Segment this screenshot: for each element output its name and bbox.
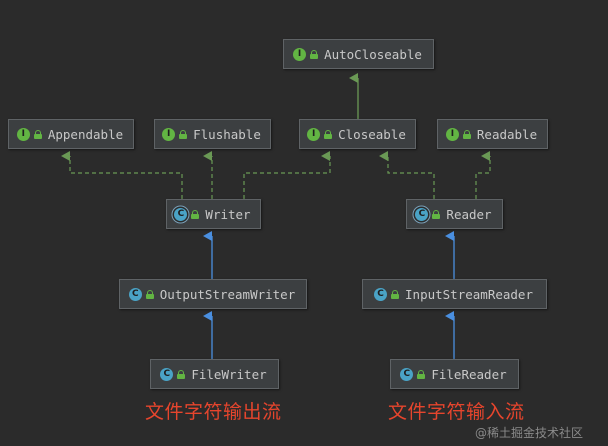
class-icon: C [160,367,174,381]
node-outputstreamwriter[interactable]: C OutputStreamWriter [119,279,307,309]
node-label: FileReader [431,366,507,382]
lock-icon [191,209,200,219]
abstract-class-icon: C [174,207,188,221]
node-filereader[interactable]: C FileReader [390,359,519,389]
interface-icon: I [293,47,307,61]
edge-reader-closeable [379,151,435,199]
node-closeable[interactable]: I Closeable [299,119,416,149]
node-inputstreamreader[interactable]: C InputStreamReader [362,279,547,309]
lock-icon [432,209,441,219]
node-label: InputStreamReader [405,286,533,302]
node-readable[interactable]: I Readable [437,119,548,149]
edge-writer-appendable [61,151,183,199]
caption-writer-stream: 文件字符输出流 [145,401,282,423]
abstract-class-icon: C [415,207,429,221]
watermark: @稀土掘金技术社区 [475,426,584,440]
node-label: Closeable [338,126,406,142]
class-icon: C [400,367,414,381]
node-label: Reader [446,206,492,222]
node-label: AutoCloseable [324,46,422,62]
node-flushable[interactable]: I Flushable [154,119,271,149]
lock-icon [462,129,471,139]
node-reader[interactable]: C Reader [406,199,503,229]
lock-icon [145,289,154,299]
edge-reader-readable [475,151,491,199]
class-icon: C [374,287,388,301]
node-label: Writer [205,206,251,222]
node-label: FileWriter [191,366,267,382]
interface-icon: I [162,127,176,141]
caption-reader-stream: 文件字符输入流 [388,401,525,423]
node-label: Appendable [47,126,124,142]
lock-icon [179,129,188,139]
lock-icon [391,289,400,299]
node-label: Readable [476,126,538,142]
interface-icon: I [307,127,321,141]
node-label: OutputStreamWriter [159,286,296,302]
lock-icon [33,129,42,139]
lock-icon [417,369,426,379]
node-filewriter[interactable]: C FileWriter [150,359,279,389]
interface-icon: I [445,127,459,141]
node-autocloseable[interactable]: I AutoCloseable [283,39,434,69]
edge-writer-closeable [243,151,331,199]
node-label: Flushable [193,126,261,142]
lock-icon [324,129,333,139]
node-writer[interactable]: C Writer [166,199,261,229]
lock-icon [177,369,186,379]
node-appendable[interactable]: I Appendable [8,119,134,149]
interface-icon: I [16,127,30,141]
lock-icon [310,49,319,59]
class-icon: C [128,287,142,301]
